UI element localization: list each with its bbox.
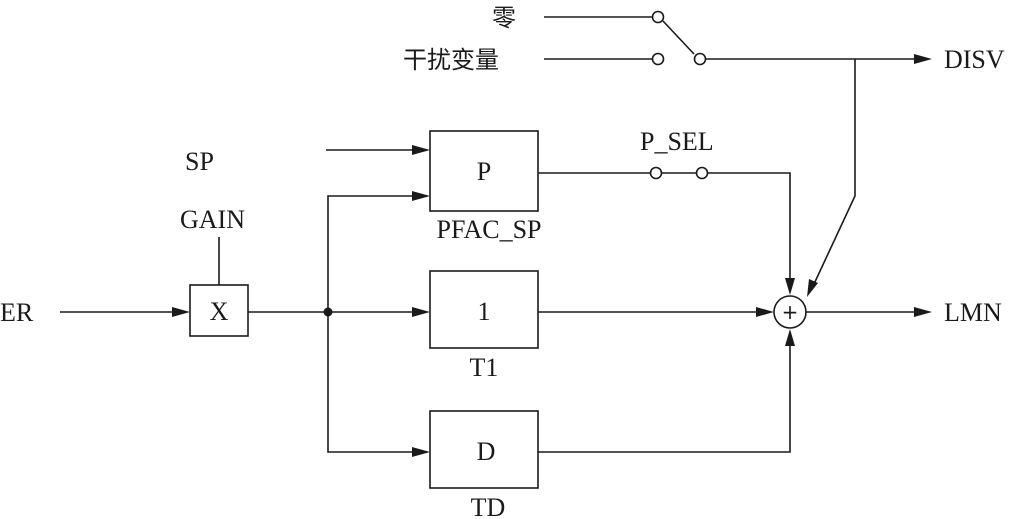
- psel-contact-right: [695, 166, 709, 180]
- integral-block-label: 1: [478, 297, 491, 326]
- integral-block-param: T1: [470, 353, 499, 382]
- label-gain: GAIN: [180, 205, 245, 234]
- label-lmn: LMN: [944, 298, 1002, 327]
- derivative-block-label: D: [477, 437, 496, 466]
- er-arrow: [172, 307, 190, 317]
- proportional-path: SP P PFAC_SP P_SEL: [185, 127, 795, 295]
- label-disv: DISV: [944, 45, 1005, 74]
- disturbance-switch-section: 零 干扰变量 DISV: [403, 4, 1005, 297]
- derivative-block: [429, 410, 539, 489]
- derivative-to-summer-line: [538, 344, 791, 453]
- p-block: [429, 130, 539, 212]
- label-er: ER: [0, 298, 34, 327]
- switch-arm: [662, 20, 695, 55]
- integral-path: 1 T1: [429, 270, 774, 382]
- p-block-label: P: [477, 157, 491, 186]
- psel-to-summer-arrow: [785, 278, 795, 295]
- derivative-block-param: TD: [471, 493, 506, 519]
- sp-arrow: [412, 145, 430, 155]
- psel-contact-left: [649, 166, 663, 180]
- label-psel: P_SEL: [640, 127, 714, 156]
- disv-arrow: [914, 54, 932, 64]
- label-disturbance-variable: 干扰变量: [403, 46, 499, 74]
- branch-to-d-line: [327, 312, 414, 453]
- branch-to-p-arrow: [412, 191, 430, 201]
- psel-to-summer-line: [708, 172, 791, 280]
- p-block-param: PFAC_SP: [436, 215, 541, 244]
- integral-block: [429, 270, 539, 349]
- disv-branch-to-summer: [813, 59, 856, 285]
- disturbance-contact: [651, 52, 665, 66]
- derivative-path: D TD: [429, 329, 795, 519]
- branch-to-p-line: [327, 195, 414, 312]
- disv-branch-arrow: [807, 279, 818, 297]
- multiplier-block: [189, 284, 249, 337]
- integral-output-arrow: [756, 307, 774, 317]
- label-sp: SP: [185, 147, 214, 176]
- zero-contact: [651, 10, 665, 24]
- summing-junction-section: + LMN: [773, 295, 1002, 329]
- label-zero: 零: [492, 4, 516, 32]
- switch-common-contact: [693, 52, 707, 66]
- error-input-path: ER GAIN X: [0, 191, 430, 457]
- branch-to-d-arrow: [412, 447, 430, 457]
- summing-junction-symbol: +: [782, 300, 799, 324]
- lmn-arrow: [914, 307, 932, 317]
- derivative-to-summer-arrow: [785, 329, 795, 346]
- multiplier-label: X: [210, 297, 229, 326]
- integral-input-arrow: [412, 307, 430, 317]
